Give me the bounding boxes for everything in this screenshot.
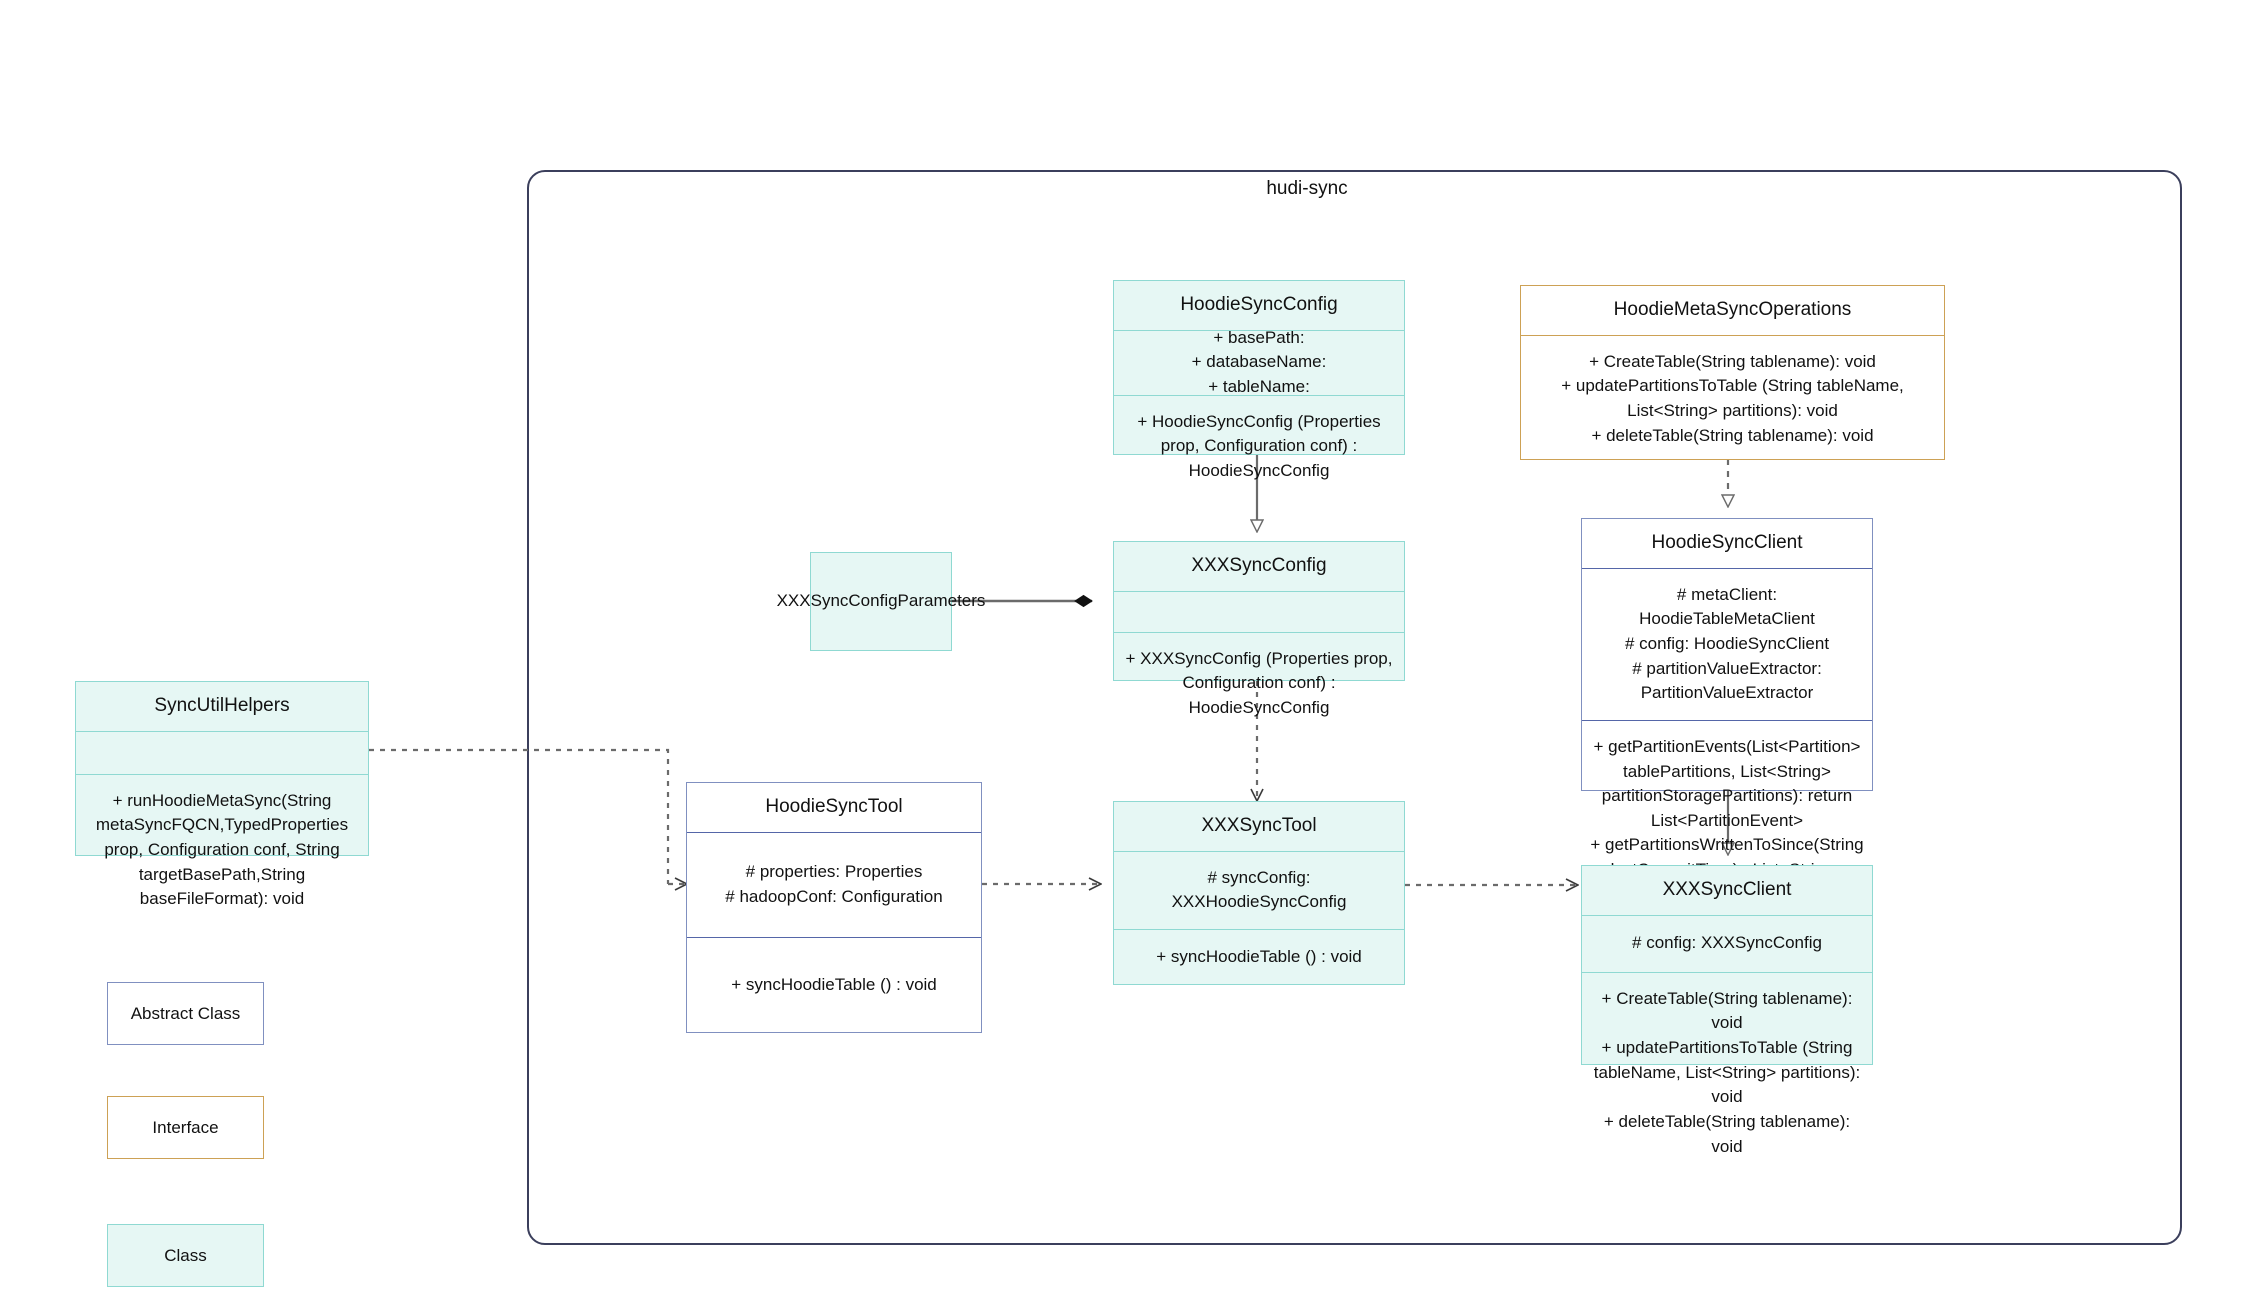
- compartment-divider: [1114, 928, 1404, 930]
- operations-compartment: + CreateTable(String tablename): void + …: [1593, 988, 1861, 1156]
- class-name: XXXSyncConfig: [1191, 555, 1327, 576]
- operations-compartment: + syncHoodieTable () : void: [731, 974, 937, 994]
- class-node-xxx-sync-client[interactable]: XXXSyncClient # config: XXXSyncConfig + …: [1581, 865, 1873, 1156]
- class-node-xxx-sync-config-parameters[interactable]: XXXSyncConfigParameters: [776, 552, 986, 651]
- compartment-divider: [1114, 850, 1404, 852]
- legend-abstract-class: Abstract Class: [107, 982, 264, 1045]
- attributes-compartment: [1114, 592, 1404, 632]
- class-node-hoodie-sync-config[interactable]: HoodieSyncConfig + basePath: + databaseN…: [1113, 280, 1405, 480]
- compartment-divider: [687, 936, 981, 938]
- legend-interface: Interface: [107, 1096, 264, 1159]
- class-name: HoodieSyncConfig: [1180, 294, 1338, 315]
- operations-compartment: + CreateTable(String tablename): void + …: [1561, 351, 1904, 445]
- class-name: XXXSyncConfigParameters: [776, 591, 986, 611]
- abstract-node-hoodie-sync-tool[interactable]: HoodieSyncTool # properties: Properties …: [686, 782, 982, 1033]
- compartment-divider: [1582, 567, 1872, 569]
- legend-label: Interface: [152, 1117, 219, 1137]
- attributes-compartment: + basePath: + databaseName: + tableName:: [1191, 327, 1327, 397]
- compartment-divider: [1114, 590, 1404, 592]
- class-name: HoodieSyncTool: [765, 796, 903, 817]
- compartment-divider: [76, 773, 368, 775]
- attributes-compartment: [76, 732, 368, 774]
- class-name: SyncUtilHelpers: [154, 695, 290, 716]
- class-name: XXXSyncTool: [1201, 815, 1317, 836]
- attributes-compartment: # config: XXXSyncConfig: [1632, 933, 1822, 953]
- interface-node-hoodie-meta-sync-operations[interactable]: HoodieMetaSyncOperations + CreateTable(S…: [1520, 285, 1945, 460]
- class-name: XXXSyncClient: [1662, 879, 1792, 900]
- legend-label: Class: [164, 1245, 207, 1265]
- class-node-sync-util-helpers[interactable]: SyncUtilHelpers + runHoodieMetaSync(Stri…: [75, 681, 369, 908]
- operations-compartment: + HoodieSyncConfig (Properties prop, Con…: [1137, 411, 1381, 480]
- compartment-divider: [1114, 394, 1404, 396]
- package-title: hudi-sync: [1266, 178, 1348, 199]
- abstract-node-hoodie-sync-client[interactable]: HoodieSyncClient # metaClient: HoodieTab…: [1581, 518, 1873, 879]
- operations-compartment: + XXXSyncConfig (Properties prop, Config…: [1125, 648, 1393, 717]
- compartment-divider: [76, 730, 368, 732]
- class-name: HoodieSyncClient: [1651, 532, 1803, 553]
- compartment-divider: [1114, 631, 1404, 633]
- attributes-compartment: # syncConfig: XXXHoodieSyncConfig: [1171, 867, 1347, 912]
- legend-class: Class: [107, 1224, 264, 1287]
- compartment-divider: [1582, 971, 1872, 973]
- compartment-divider: [687, 831, 981, 833]
- class-node-xxx-sync-tool[interactable]: XXXSyncTool # syncConfig: XXXHoodieSyncC…: [1113, 801, 1405, 985]
- compartment-divider: [1114, 329, 1404, 331]
- attributes-compartment: # metaClient: HoodieTableMetaClient # co…: [1624, 584, 1830, 703]
- interface-name: HoodieMetaSyncOperations: [1613, 299, 1852, 320]
- package-hudi-sync[interactable]: [527, 170, 2182, 1245]
- class-node-xxx-sync-config[interactable]: XXXSyncConfig + XXXSyncConfig (Propertie…: [1113, 541, 1405, 717]
- attributes-compartment: # properties: Properties # hadoopConf: C…: [725, 862, 943, 906]
- compartment-divider: [1521, 334, 1944, 336]
- legend-label: Abstract Class: [130, 1003, 241, 1023]
- compartment-divider: [1582, 914, 1872, 916]
- operations-compartment: + runHoodieMetaSync(String metaSyncFQCN,…: [95, 790, 349, 909]
- operations-compartment: + syncHoodieTable () : void: [1156, 946, 1362, 966]
- compartment-divider: [1582, 719, 1872, 721]
